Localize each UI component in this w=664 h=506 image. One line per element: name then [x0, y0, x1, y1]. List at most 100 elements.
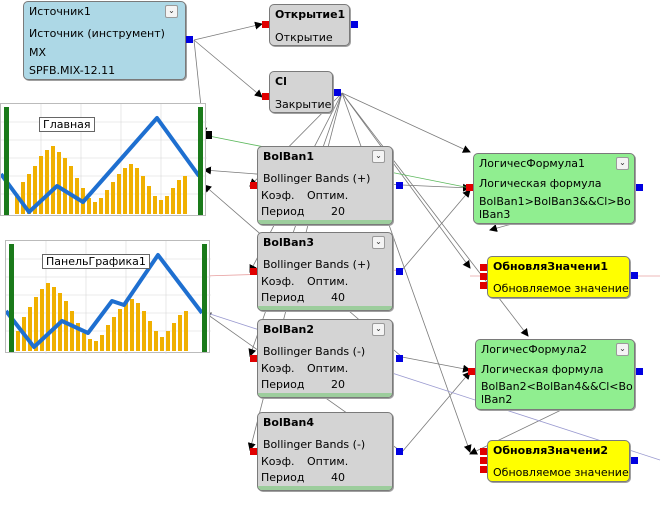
bolban1-coef-value[interactable]: Оптим.: [307, 189, 349, 202]
bolban4-coef-value[interactable]: Оптим.: [307, 455, 349, 468]
bolban4-output-port[interactable]: [396, 448, 403, 455]
update2-input-port-1[interactable]: [480, 448, 487, 455]
chart-main-price-line: [1, 116, 201, 214]
double-chevron-down-icon[interactable]: ⌄: [372, 236, 385, 249]
volume-bar: [64, 301, 68, 351]
bolban1-period-value[interactable]: 20: [331, 205, 345, 218]
source-node[interactable]: Источник1 ⌄ Источник (инструмент) MX SPF…: [23, 1, 186, 80]
bolban3-output-port[interactable]: [396, 268, 403, 275]
bolban2-node[interactable]: BolBan2 ⌄ Bollinger Bands (-) Коэф. Опти…: [257, 319, 393, 398]
bolban3-period-value[interactable]: 40: [331, 291, 345, 304]
volume-bar: [183, 176, 187, 214]
bolban4-title: BolBan4: [263, 416, 315, 429]
chart-main-label: Главная: [39, 117, 95, 132]
bolban3-input-port[interactable]: [250, 268, 257, 275]
bolban2-period-value[interactable]: 20: [331, 378, 345, 391]
bolban1-node[interactable]: BolBan1 ⌄ Bollinger Bands (+) Коэф. Опти…: [257, 146, 393, 225]
update2-node[interactable]: ОбновляЗначени2 Обновляемое значение: [487, 440, 630, 482]
chart-panel1-plot: [6, 241, 211, 354]
chart-main-panel[interactable]: Главная: [0, 103, 207, 217]
volume-bar: [141, 176, 145, 214]
formula2-expression-line1[interactable]: BolBan2<BolBan4&&Cl<Bo: [481, 380, 633, 393]
bolban2-title: BolBan2: [263, 323, 315, 336]
update1-input-port-3[interactable]: [480, 282, 487, 289]
volume-bar: [93, 202, 97, 214]
open-node-output-port[interactable]: [351, 21, 358, 28]
volume-bar: [118, 309, 122, 351]
update2-input-port-2[interactable]: [480, 457, 487, 464]
wire-bolban3-formula1: [401, 189, 471, 271]
volume-bar: [46, 283, 50, 351]
formula1-title: ЛогичесФормула1: [479, 157, 586, 170]
double-chevron-down-icon[interactable]: ⌄: [165, 5, 178, 18]
update1-input-port-1[interactable]: [480, 264, 487, 271]
bolban4-input-port[interactable]: [250, 448, 257, 455]
update1-title: ОбновляЗначени1: [493, 260, 609, 273]
chart-panel1[interactable]: ПанельГрафика1: [5, 240, 211, 354]
update1-output-port[interactable]: [631, 272, 638, 279]
update2-input-port-3[interactable]: [480, 466, 487, 473]
volume-bar: [184, 311, 188, 351]
update1-input-port-2[interactable]: [480, 273, 487, 280]
volume-bar: [28, 307, 32, 351]
bolban2-coef-label: Коэф.: [261, 362, 295, 375]
bolban4-node[interactable]: BolBan4 Bollinger Bands (-) Коэф. Оптим.…: [257, 412, 393, 491]
formula2-input-port[interactable]: [468, 368, 475, 375]
volume-bar: [178, 315, 182, 351]
open-node[interactable]: Открытие1 Открытие: [269, 4, 350, 46]
formula2-output-port[interactable]: [636, 368, 643, 375]
bolban2-output-port[interactable]: [396, 355, 403, 362]
close-node-input-port[interactable]: [262, 93, 269, 100]
bolban3-coef-value[interactable]: Оптим.: [307, 275, 349, 288]
volume-bar: [39, 156, 43, 214]
volume-bar: [111, 182, 115, 214]
double-chevron-down-icon[interactable]: ⌄: [616, 157, 629, 170]
chart-panel1-left-edge: [9, 244, 14, 352]
update2-output-port[interactable]: [631, 457, 638, 464]
bolban1-coef-label: Коэф.: [261, 189, 295, 202]
double-chevron-down-icon[interactable]: ⌄: [372, 150, 385, 163]
bolban4-coef-label: Коэф.: [261, 455, 295, 468]
bolban1-input-port[interactable]: [250, 182, 257, 189]
formula1-output-port[interactable]: [636, 184, 643, 191]
wire-source-open: [193, 21, 263, 41]
volume-bar: [63, 158, 67, 214]
close-node[interactable]: Cl Закрытие: [269, 71, 333, 113]
open-node-subtitle: Открытие: [275, 31, 333, 44]
source-output-port[interactable]: [186, 36, 193, 43]
volume-bar: [106, 325, 110, 351]
wire-source-close: [193, 39, 263, 98]
formula1-expression-line2[interactable]: lBan3: [479, 208, 511, 221]
volume-bar: [52, 287, 56, 351]
close-node-output-port[interactable]: [334, 89, 341, 96]
bolban2-coef-value[interactable]: Оптим.: [307, 362, 349, 375]
bolban1-output-port[interactable]: [396, 182, 403, 189]
chart-main-in-port-1[interactable]: [206, 131, 212, 139]
bolban3-type: Bollinger Bands (+): [263, 258, 371, 271]
formula1-node[interactable]: ЛогичесФормула1 ⌄ Логическая формула Bol…: [473, 153, 635, 224]
update1-node[interactable]: ОбновляЗначени1 Обновляемое значение: [487, 256, 630, 298]
volume-bar: [165, 196, 169, 214]
volume-bar: [177, 180, 181, 214]
double-chevron-down-icon[interactable]: ⌄: [616, 343, 629, 356]
close-node-subtitle: Закрытие: [275, 98, 332, 111]
bolban2-period-label: Период: [261, 378, 305, 391]
double-chevron-down-icon[interactable]: ⌄: [372, 323, 385, 336]
formula2-node[interactable]: ЛогичесФормула2 ⌄ Логическая формула Bol…: [475, 339, 635, 410]
bolban3-title: BolBan3: [263, 236, 315, 249]
volume-bar: [136, 303, 140, 351]
bolban4-period-value[interactable]: 40: [331, 471, 345, 484]
formula1-input-port[interactable]: [466, 184, 473, 191]
volume-bar: [16, 331, 20, 351]
formula2-expression-line2[interactable]: lBan2: [481, 393, 513, 406]
bolban3-node[interactable]: BolBan3 ⌄ Bollinger Bands (+) Коэф. Опти…: [257, 232, 393, 311]
volume-bar: [154, 331, 158, 351]
volume-bar: [123, 168, 127, 214]
bolban1-type: Bollinger Bands (+): [263, 172, 371, 185]
bolban2-input-port[interactable]: [250, 355, 257, 362]
volume-bar: [82, 333, 86, 351]
chart-panel1-label: ПанельГрафика1: [42, 254, 150, 269]
open-node-input-port[interactable]: [262, 21, 269, 28]
source-ticker: SPFB.MIX-12.11: [29, 64, 116, 77]
formula1-expression-line1[interactable]: BolBan1>BolBan3&&Cl>Bo: [479, 195, 631, 208]
